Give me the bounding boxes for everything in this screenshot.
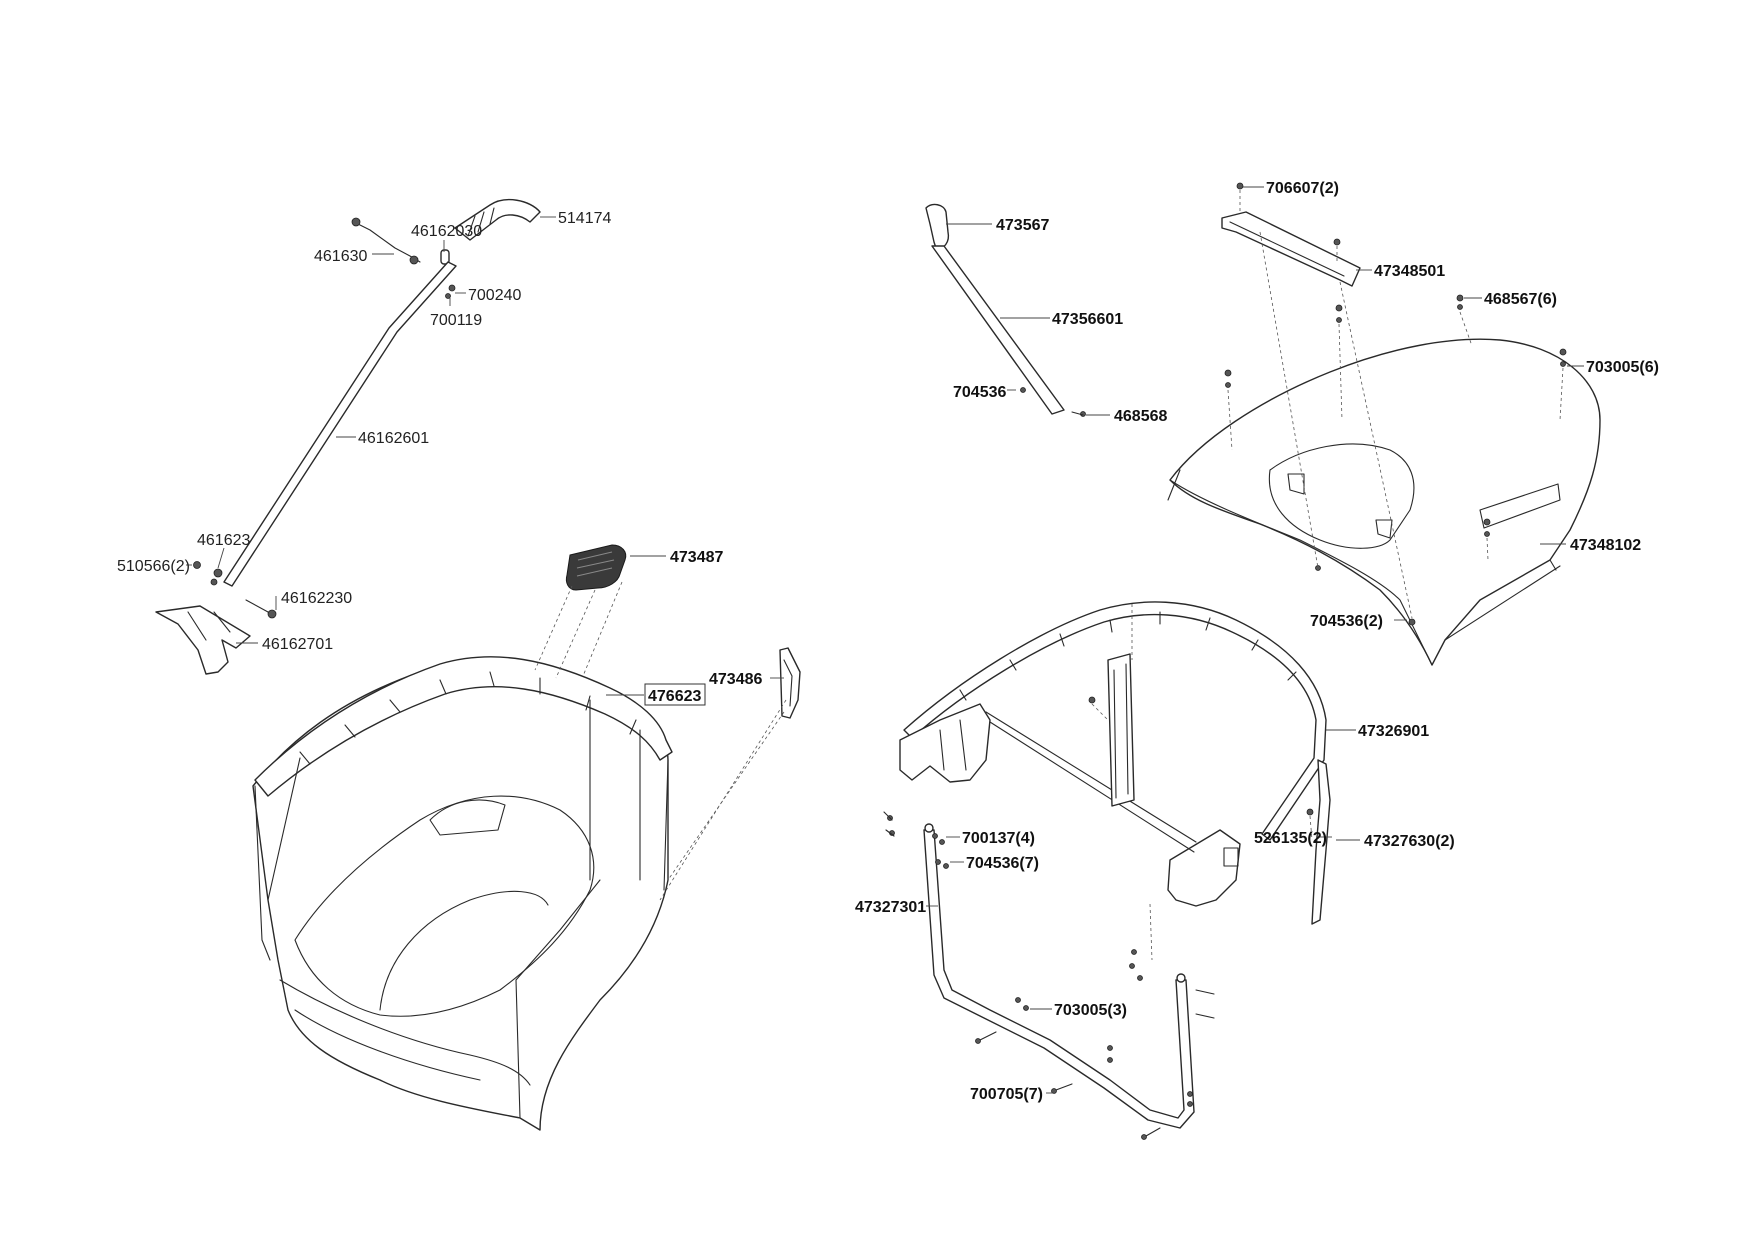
throttle-handle-assembly: 514174 46162030 461630 700240 700119 461… xyxy=(117,198,611,675)
label-473486: 473486 xyxy=(709,671,762,688)
lower-frame-47327301 xyxy=(923,829,1195,1129)
label-47348501: 47348501 xyxy=(1374,263,1445,280)
label-box-476623 xyxy=(644,683,706,706)
bag-frame-assembly: 47326901 526135(2) 47327630(2) 700137(4)… xyxy=(855,601,1455,1140)
pin-46162230 xyxy=(267,609,277,619)
washer-468567 xyxy=(1456,294,1464,302)
screw-700137 xyxy=(932,833,938,839)
side-strip-47327630 xyxy=(1311,759,1331,925)
grip-514174 xyxy=(454,198,541,241)
label-510566: 510566(2) xyxy=(117,558,190,575)
upper-frame-47326901 xyxy=(903,601,1327,841)
label-46162030: 46162030 xyxy=(411,223,482,240)
rod-46162601 xyxy=(223,261,457,587)
frame-slider xyxy=(1107,653,1135,807)
label-47356601: 47356601 xyxy=(1052,311,1123,328)
screw-704536 xyxy=(1020,387,1026,393)
bag-frame-476623 xyxy=(254,656,673,797)
label-47327301: 47327301 xyxy=(855,899,926,916)
label-700137: 700137(4) xyxy=(962,830,1035,847)
label-700705: 700705(7) xyxy=(970,1086,1043,1103)
label-47327630: 47327630(2) xyxy=(1364,833,1455,850)
carry-handle-assembly: 473567 47356601 704536 468568 xyxy=(925,203,1167,425)
label-704536-7: 704536(7) xyxy=(966,855,1039,872)
bracket-46162701 xyxy=(155,605,251,675)
cover-handle-47348501 xyxy=(1221,211,1361,287)
label-514174: 514174 xyxy=(558,210,611,227)
label-468568: 468568 xyxy=(1114,408,1167,425)
bag-side-cap-473486 xyxy=(779,647,801,719)
label-703005-6: 703005(6) xyxy=(1586,359,1659,376)
label-704536-2: 704536(2) xyxy=(1310,613,1383,630)
washer-510566 xyxy=(193,561,201,569)
cover-shell-47348102 xyxy=(1169,338,1601,666)
label-704536: 704536 xyxy=(953,384,1006,401)
label-703005-3: 703005(3) xyxy=(1054,1002,1127,1019)
label-461623: 461623 xyxy=(197,532,250,549)
handle-grip-473567 xyxy=(925,203,950,249)
nut-704536-7 xyxy=(935,859,941,865)
frame-bracket-right xyxy=(1167,829,1241,907)
label-47326901: 47326901 xyxy=(1358,723,1429,740)
label-700240: 700240 xyxy=(468,287,521,304)
label-468567: 468567(6) xyxy=(1484,291,1557,308)
label-473487: 473487 xyxy=(670,549,723,566)
label-461630: 461630 xyxy=(314,248,367,265)
label-706607: 706607(2) xyxy=(1266,180,1339,197)
top-cover-assembly: 706607(2) 47348501 468567(6) 703005(6) 4… xyxy=(1167,180,1659,666)
label-46162701: 46162701 xyxy=(262,636,333,653)
screw-526135 xyxy=(1306,808,1314,816)
label-47348102: 47348102 xyxy=(1570,537,1641,554)
screw-704536-2 xyxy=(1408,618,1416,626)
label-700119: 700119 xyxy=(430,312,482,329)
grass-catcher-bag: 473487 476623 473486 xyxy=(252,544,801,1131)
clip-46162030 xyxy=(440,249,450,265)
tube-47356601 xyxy=(931,245,1065,415)
screw-700240 xyxy=(448,284,456,292)
washer-703005-3 xyxy=(1023,1005,1029,1011)
washer-703005 xyxy=(1559,348,1567,356)
label-46162230: 46162230 xyxy=(281,590,352,607)
frame-crossbar xyxy=(985,711,1197,853)
label-476623: 476623 xyxy=(648,688,701,705)
bag-handle-473487 xyxy=(565,544,627,591)
label-473567: 473567 xyxy=(996,217,1049,234)
frame-bracket-left xyxy=(899,703,991,783)
label-46162601: 46162601 xyxy=(358,430,429,447)
label-526135: 526135(2) xyxy=(1254,830,1327,847)
nut-461623 xyxy=(213,568,223,578)
